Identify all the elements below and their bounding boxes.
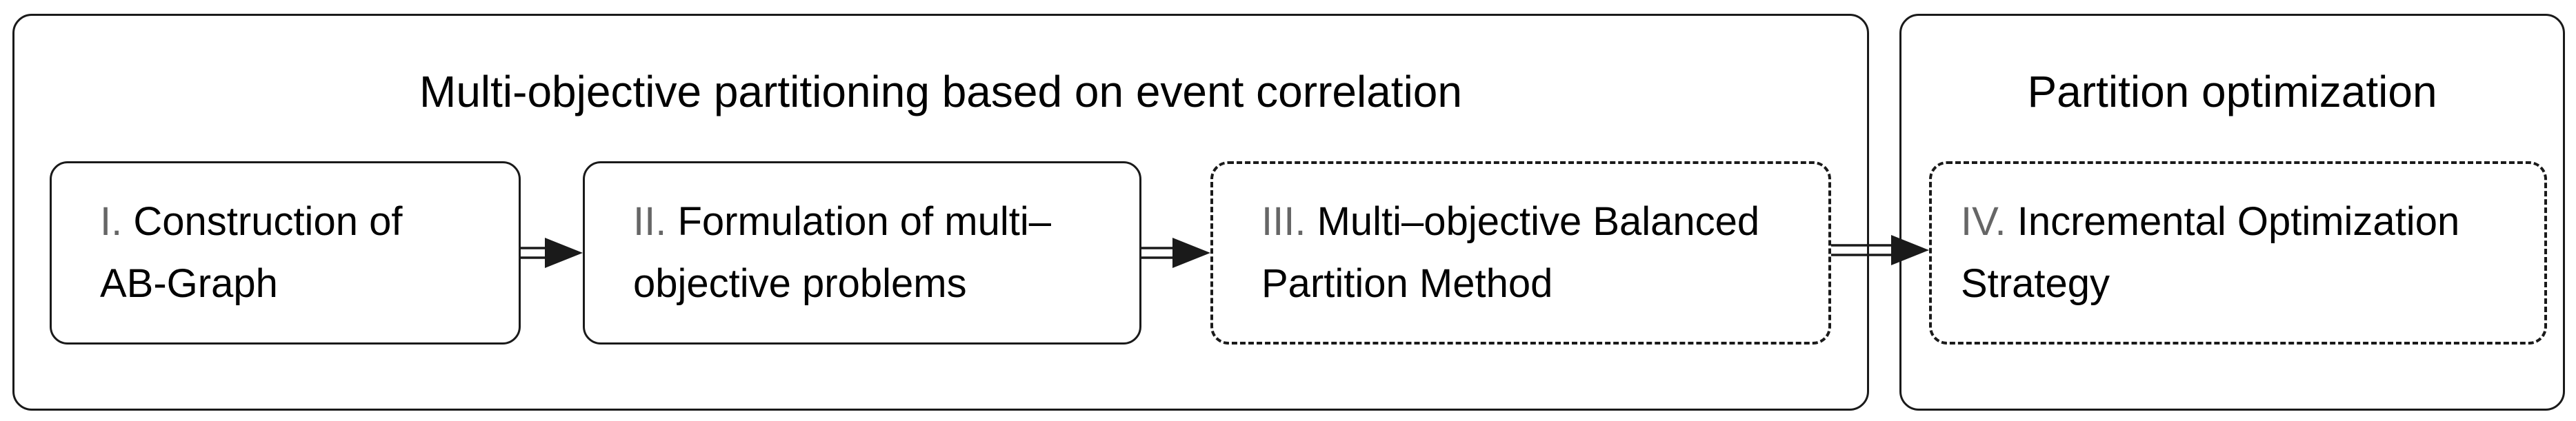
step-2-numeral: II. — [633, 199, 667, 244]
step-3-line1: Multi–objective Balanced — [1317, 199, 1760, 244]
step-3-line2: Partition Method — [1261, 261, 1553, 306]
step-1-numeral: I. — [100, 199, 123, 244]
step-3-text: III. Multi–objective Balanced Partition … — [1261, 191, 1759, 315]
right-panel-title: Partition optimization — [2027, 67, 2437, 116]
step-1-line2: AB-Graph — [100, 261, 278, 306]
step-2-line2: objective problems — [633, 261, 967, 306]
step-4-box: IV. Incremental Optimization Strategy — [1929, 161, 2547, 345]
step-4-text: IV. Incremental Optimization Strategy — [1961, 191, 2459, 315]
step-1-line1: Construction of — [133, 199, 403, 244]
step-4-line1: Incremental Optimization — [2017, 199, 2460, 244]
left-panel-title: Multi-objective partitioning based on ev… — [419, 67, 1462, 116]
step-2-box: II. Formulation of multi– objective prob… — [583, 161, 1141, 345]
step-2-line1: Formulation of multi– — [677, 199, 1052, 244]
step-4-numeral: IV. — [1961, 199, 2006, 244]
step-1-text: I. Construction of AB-Graph — [100, 191, 402, 315]
step-2-text: II. Formulation of multi– objective prob… — [633, 191, 1051, 315]
step-1-box: I. Construction of AB-Graph — [50, 161, 521, 345]
step-3-numeral: III. — [1261, 199, 1306, 244]
step-4-line2: Strategy — [1961, 261, 2110, 306]
step-3-box: III. Multi–objective Balanced Partition … — [1210, 161, 1831, 345]
